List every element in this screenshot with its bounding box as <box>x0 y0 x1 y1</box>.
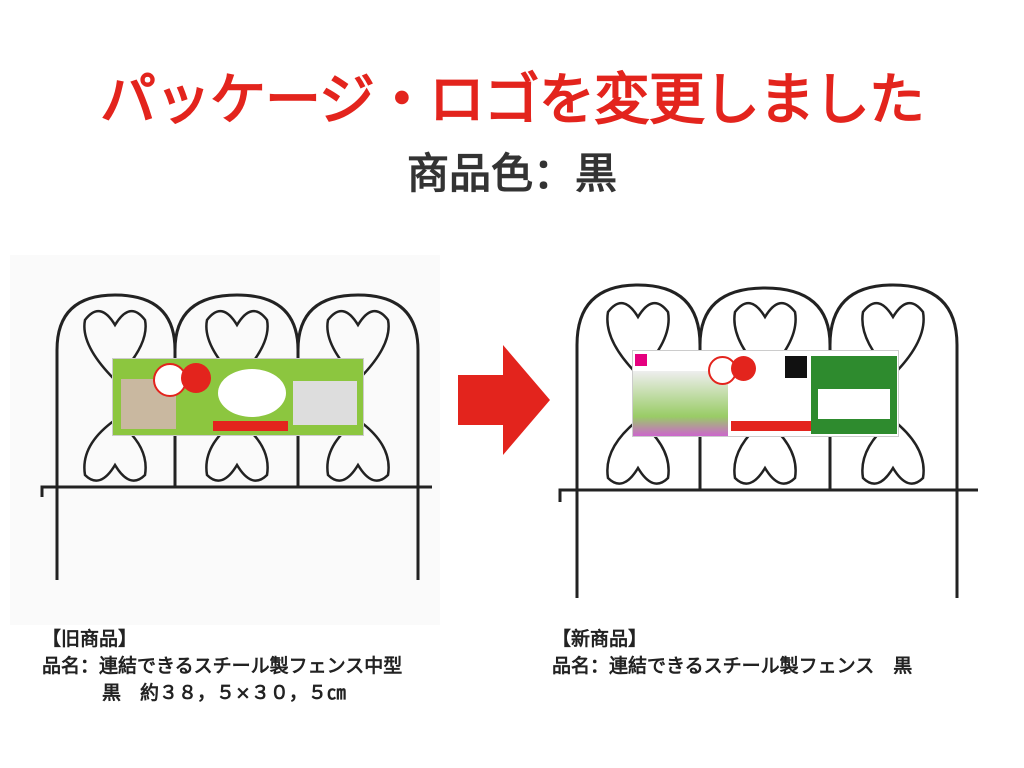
old-package-label <box>112 358 364 436</box>
new-fence-image <box>558 283 978 598</box>
old-product-caption: 【旧商品】 品名：連結できるスチール製フェンス中型 黒 約３８，５×３０，５㎝ <box>42 626 402 707</box>
old-fence-image <box>10 255 440 625</box>
old-product-detail: 黒 約３８，５×３０，５㎝ <box>102 682 346 704</box>
product-color-subtitle: 商品色：黒 <box>406 149 617 198</box>
new-product-caption: 【新商品】 品名：連結できるスチール製フェンス 黒 <box>552 626 912 680</box>
heart-scrolls <box>83 310 390 482</box>
new-product-heading: 【新商品】 <box>552 628 648 650</box>
new-package-label <box>632 350 899 437</box>
old-product-heading: 【旧商品】 <box>42 628 138 650</box>
page-title: パッケージ・ロゴを変更しました <box>100 68 925 133</box>
right-arrow-icon <box>458 345 550 455</box>
old-product-name: 品名：連結できるスチール製フェンス中型 <box>42 655 403 677</box>
new-product-name: 品名：連結できるスチール製フェンス 黒 <box>552 655 913 677</box>
